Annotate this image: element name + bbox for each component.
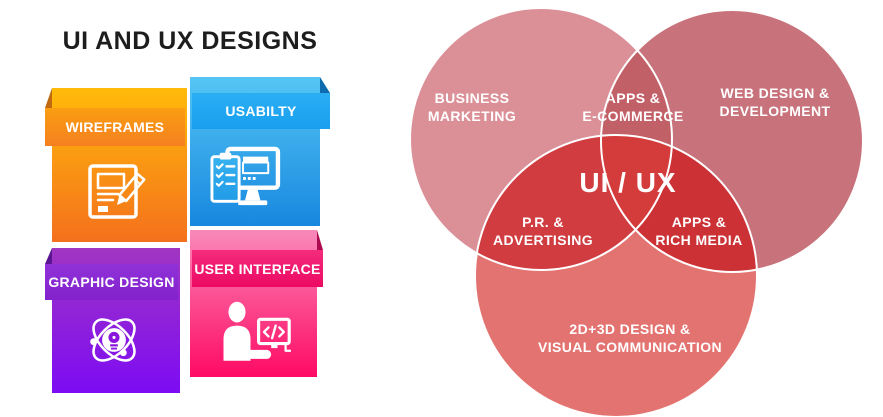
page-title: UI AND UX DESIGNS: [62, 27, 318, 55]
card-label: GRAPHIC DESIGN: [48, 274, 175, 290]
ribbon-fold-icon: [45, 88, 52, 108]
card-label: USER INTERFACE: [194, 260, 321, 277]
ribbon-user-interface: USER INTERFACE: [192, 250, 323, 287]
card-usability: USABILTY: [190, 77, 330, 226]
person-coding-icon: [223, 301, 291, 361]
ribbon-fold-icon: [317, 230, 323, 250]
overlap-pr-advertising: [475, 135, 672, 270]
card-label: WIREFRAMES: [65, 119, 165, 135]
ribbon-fold-icon: [45, 248, 52, 264]
card-graphic-design: GRAPHIC DESIGN: [45, 248, 180, 393]
overlap-apps-rich-media: [601, 135, 757, 272]
label-2d3d-visual-communication: 2D+3D DESIGN & VISUAL COMMUNICATION: [537, 321, 723, 355]
venn-diagram: [409, 7, 864, 417]
label-web-design-development: WEB DESIGN & DEVELOPMENT: [719, 85, 831, 119]
label-apps-rich-media: APPS & RICH MEDIA: [655, 214, 743, 248]
label-business-marketing: BUSINESS MARKETING: [427, 90, 517, 124]
person-icon: [223, 301, 272, 361]
atom-lightbulb-icon: [90, 318, 136, 362]
ribbon-wireframes: WIREFRAMES: [45, 108, 185, 146]
label-ui-ux: UI / UX: [579, 167, 677, 198]
label-pr-advertising: P.R. & ADVERTISING: [492, 214, 594, 248]
card-wireframes: WIREFRAMES: [45, 88, 187, 242]
clipboard-icon: [210, 152, 241, 203]
ribbon-graphic-design: GRAPHIC DESIGN: [45, 264, 178, 300]
lightbulb-icon: [108, 331, 120, 350]
ribbon-usability: USABILTY: [192, 93, 330, 129]
document-pencil-icon: [88, 164, 146, 219]
card-label: USABILTY: [225, 103, 297, 119]
monitor-icon: [257, 317, 291, 352]
ribbon-fold-icon: [320, 77, 330, 93]
checklist-monitor-icon: [210, 146, 281, 206]
label-apps-ecommerce: APPS & E-COMMERCE: [582, 90, 684, 124]
monitor-icon: [225, 146, 281, 206]
card-user-interface: USER INTERFACE: [190, 230, 323, 377]
